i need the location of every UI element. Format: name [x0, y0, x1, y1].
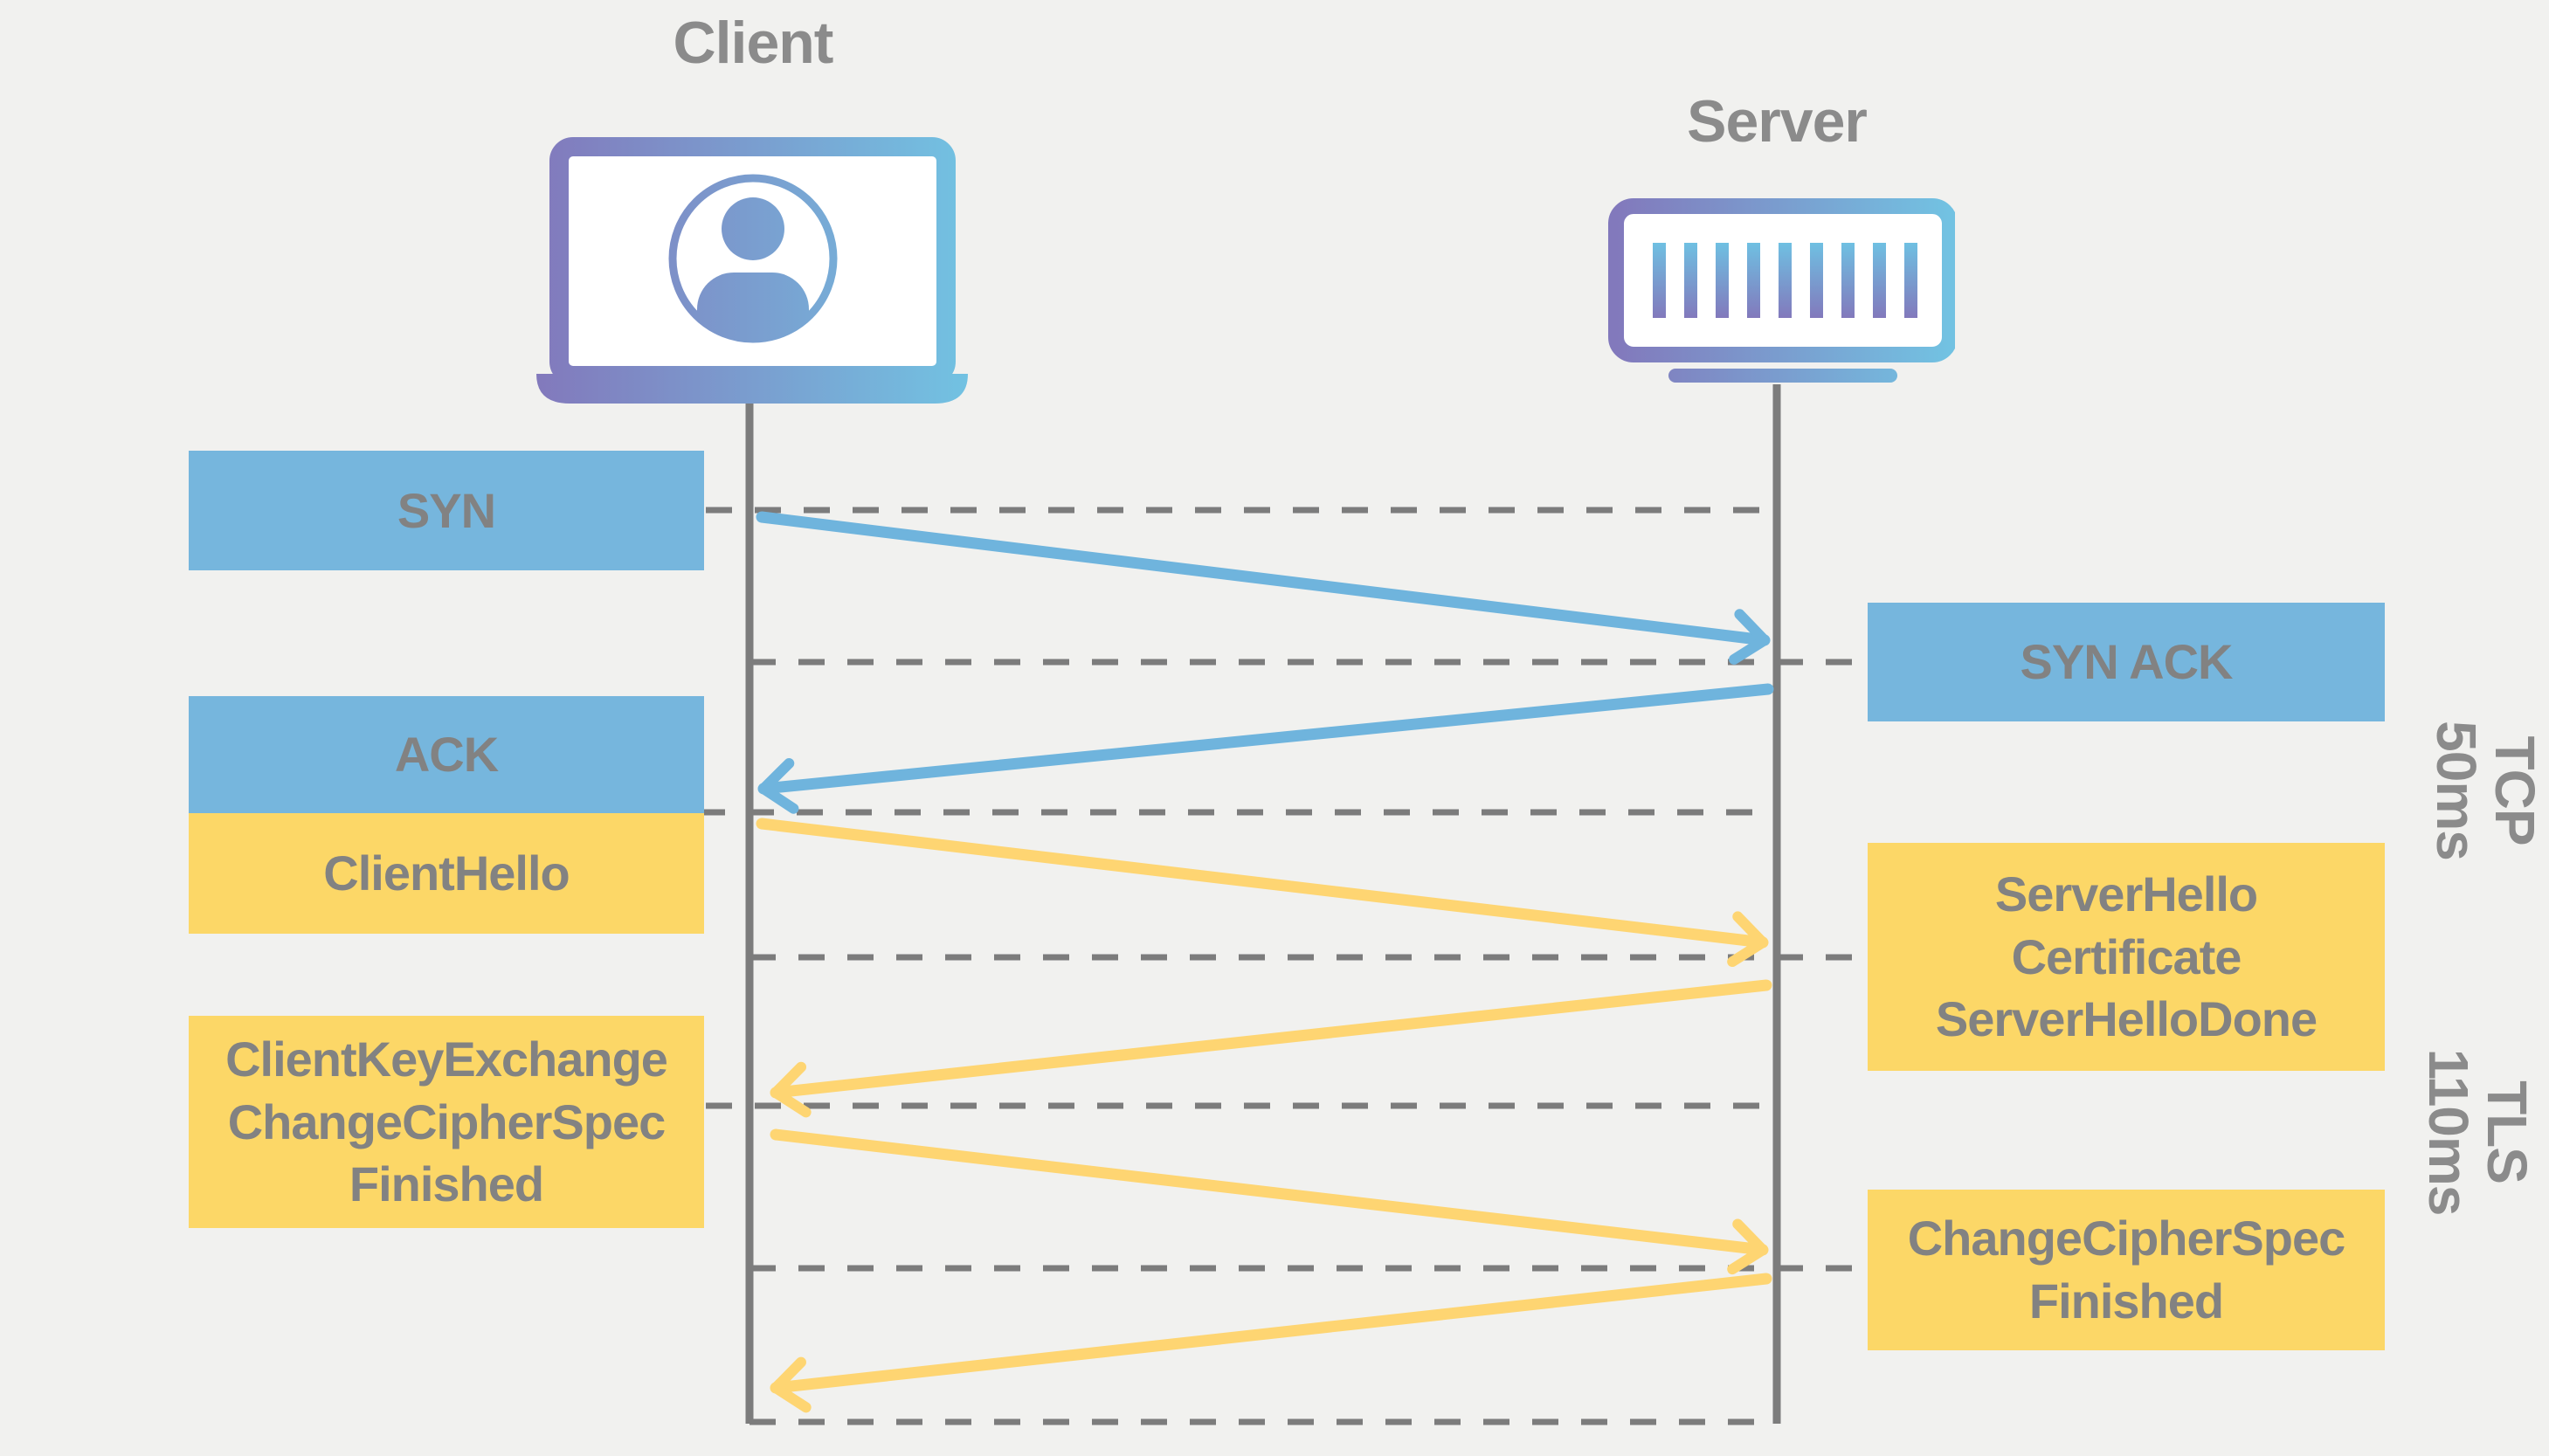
phase-label-tcp: TCP 50ms — [2420, 677, 2549, 904]
timeline-dashes — [699, 507, 1866, 1425]
server-slots — [1653, 243, 1917, 318]
message-box-client-hello: ClientHello — [189, 813, 704, 934]
message-box-syn: SYN — [189, 451, 704, 570]
arrow-client-hello — [756, 818, 1769, 968]
laptop-base — [536, 374, 968, 404]
server-base — [1668, 369, 1897, 383]
phase-label-tls: TLS 110ms — [2412, 1018, 2543, 1246]
message-line: ChangeCipherSpec — [1907, 1211, 2346, 1266]
message-line: SYN — [397, 482, 496, 538]
server-title: Server — [1687, 88, 1868, 155]
message-line: ClientKeyExchange — [225, 1031, 668, 1087]
message-box-client-key-exchange: ClientKeyExchange ChangeCipherSpec Finis… — [189, 1016, 704, 1228]
message-box-server-hello: ServerHello Certificate ServerHelloDone — [1868, 843, 2385, 1071]
arrow-syn-ack — [757, 683, 1774, 814]
message-box-syn-ack: SYN ACK — [1868, 603, 2385, 721]
message-line: ServerHelloDone — [1935, 991, 2318, 1047]
message-line: Finished — [349, 1156, 544, 1212]
message-box-change-cipher-spec: ChangeCipherSpec Finished — [1868, 1190, 2385, 1350]
phase-name: TCP — [2483, 735, 2547, 845]
message-arrows — [756, 511, 1774, 1413]
arrow-change-cipher-spec — [770, 1273, 1772, 1413]
arrow-syn — [756, 511, 1771, 665]
client-title: Client — [673, 10, 834, 76]
phase-name: TLS — [2476, 1080, 2539, 1183]
message-line: ClientHello — [323, 845, 570, 901]
phase-duration: 50ms — [2425, 721, 2488, 860]
message-line: ServerHello — [1994, 866, 2258, 921]
arrow-server-hello — [770, 979, 1772, 1118]
laptop-user-icon — [536, 137, 968, 404]
message-line: SYN ACK — [2020, 634, 2234, 690]
message-line: ACK — [394, 727, 499, 783]
arrow-client-key-exchange — [770, 1128, 1769, 1275]
server-icon — [1608, 198, 1955, 383]
message-box-ack: ACK — [189, 696, 704, 813]
user-avatar-icon — [668, 174, 838, 343]
message-line: ChangeCipherSpec — [227, 1094, 667, 1149]
message-line: Certificate — [2011, 928, 2242, 984]
phase-duration: 110ms — [2417, 1048, 2480, 1216]
message-line: Finished — [2028, 1273, 2224, 1328]
